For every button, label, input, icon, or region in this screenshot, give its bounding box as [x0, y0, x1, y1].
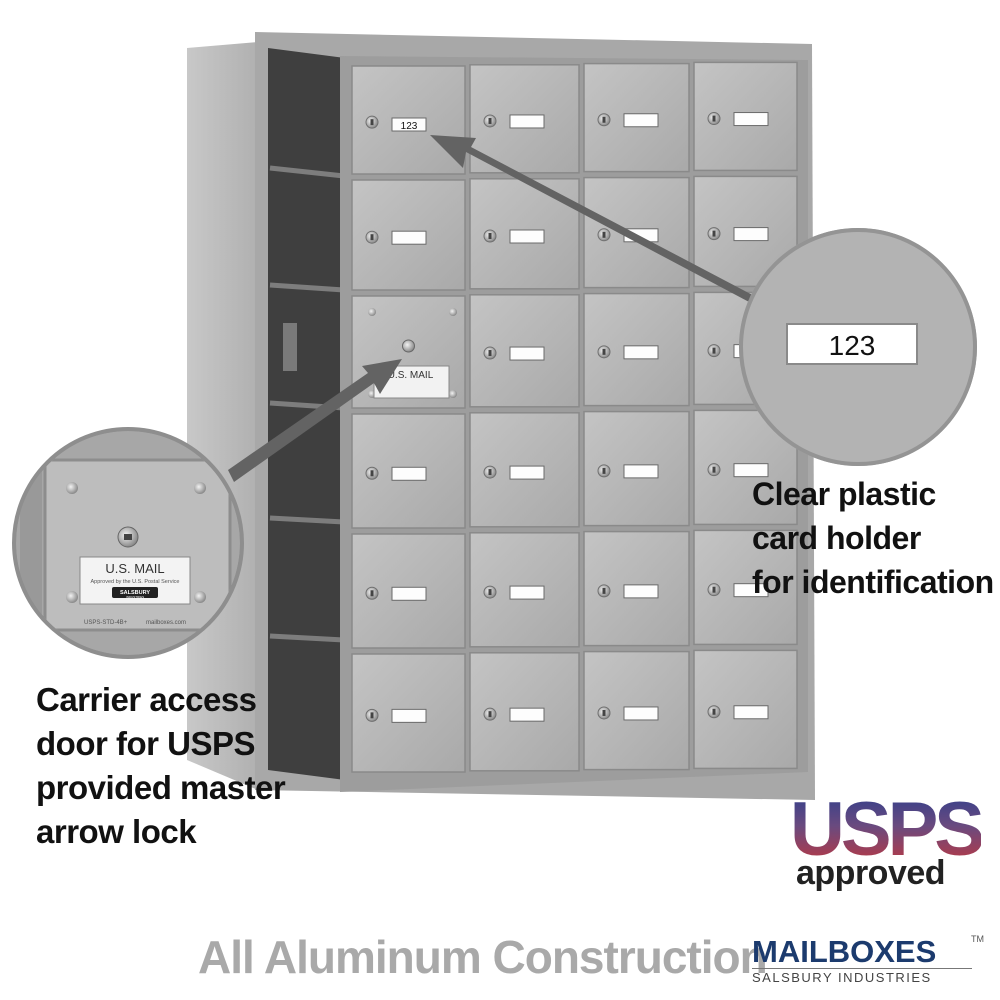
usps-logo-word: USPS [790, 787, 985, 872]
tenant-door [583, 410, 690, 527]
card-holder [623, 345, 659, 360]
construction-tagline: All Aluminum Construction [198, 931, 768, 983]
callout-line: Carrier access [36, 681, 257, 718]
carrier-door-zoom-circle: U.S. MAIL Approved by the U.S. Postal Se… [12, 427, 244, 659]
master-arrow-lock [402, 339, 415, 353]
tenant-door [469, 294, 580, 408]
brand-subtitle: SALSBURY INDUSTRIES [752, 968, 972, 985]
tenant-door [351, 653, 466, 773]
carrier-door-rivet [449, 390, 457, 398]
tenant-door [693, 649, 798, 770]
carrier-zoom-model: USPS-STD-4B+ [84, 620, 128, 626]
card-holder-callout-text: Clear plastic card holder for identifica… [752, 472, 994, 604]
door-hinge [283, 323, 297, 371]
callout-line: Clear plastic [752, 476, 936, 512]
callout-line: provided master [36, 769, 286, 806]
callout-line: door for USPS [36, 725, 256, 762]
carrier-door-rivet [368, 308, 376, 316]
callout-line: card holder [752, 520, 921, 556]
card-holder-zoom-number: 123 [829, 330, 876, 361]
tenant-door [351, 413, 466, 529]
card-holder [509, 229, 545, 244]
tenant-door [583, 62, 690, 173]
tenant-door: 123 [351, 65, 466, 175]
tenant-door [351, 533, 466, 649]
callout-arrows [228, 135, 768, 482]
tenant-door [583, 650, 690, 771]
card-holder [509, 465, 545, 480]
card-holder [733, 705, 769, 720]
usps-approved-logo: USPS approved [790, 790, 985, 900]
arrow-to-carrier-door [228, 359, 402, 482]
interior-shelves [269, 165, 345, 643]
card-holder [733, 463, 769, 478]
carrier-access-callout-text: Carrier access door for USPS provided ma… [36, 678, 286, 854]
card-holder [733, 583, 769, 598]
card-holder [623, 464, 659, 479]
tenant-door [583, 176, 690, 289]
tenant-door [469, 532, 580, 648]
card-holder [391, 586, 427, 601]
tenant-door [469, 412, 580, 528]
card-holder [391, 708, 427, 723]
tenant-door [583, 292, 690, 407]
card-holder [509, 707, 545, 722]
callout-line: arrow lock [36, 813, 197, 850]
carrier-door-label: U.S. MAIL [388, 370, 434, 381]
arrow-to-card-holder [430, 135, 768, 312]
card-holder-zoom-plate [786, 323, 918, 365]
carrier-zoom-label-subtext: Approved by the U.S. Postal Service [91, 579, 180, 585]
card-holder-number: 123 [401, 121, 418, 132]
tenant-door [583, 530, 690, 647]
tenant-door [469, 64, 580, 174]
carrier-zoom-brand-tag: SALSBURY [120, 590, 150, 596]
card-holder [623, 584, 659, 599]
card-holder [733, 112, 769, 127]
card-holder [623, 113, 659, 128]
tenant-door [693, 61, 798, 172]
mailboxes-brand-logo: MAILBOXES TM SALSBURY INDUSTRIES [752, 934, 984, 985]
card-holder [509, 585, 545, 600]
carrier-door-rivet [449, 308, 457, 316]
tenant-door [693, 529, 798, 646]
card-holder [391, 117, 427, 132]
card-holder [509, 346, 545, 361]
callout-line: for identification [752, 564, 994, 600]
card-holder [391, 466, 427, 481]
tenant-door [351, 179, 466, 291]
carrier-zoom-site: mailboxes.com [146, 620, 186, 626]
carrier-zoom-label-title: U.S. MAIL [105, 561, 164, 576]
card-holder [733, 227, 769, 242]
brand-name: MAILBOXES [752, 934, 937, 969]
unit-open-interior [268, 48, 345, 780]
card-holder [391, 230, 427, 245]
brand-trademark: TM [971, 934, 984, 944]
usps-logo-approved: approved [796, 854, 946, 892]
card-holder [623, 706, 659, 721]
carrier-zoom-brand-tag-sub: INDUSTRIES [126, 595, 144, 599]
tenant-door [469, 652, 580, 772]
card-holder [509, 114, 545, 129]
card-holder-zoom-circle: 123 [739, 228, 977, 466]
carrier-access-door: U.S. MAIL [351, 295, 466, 409]
